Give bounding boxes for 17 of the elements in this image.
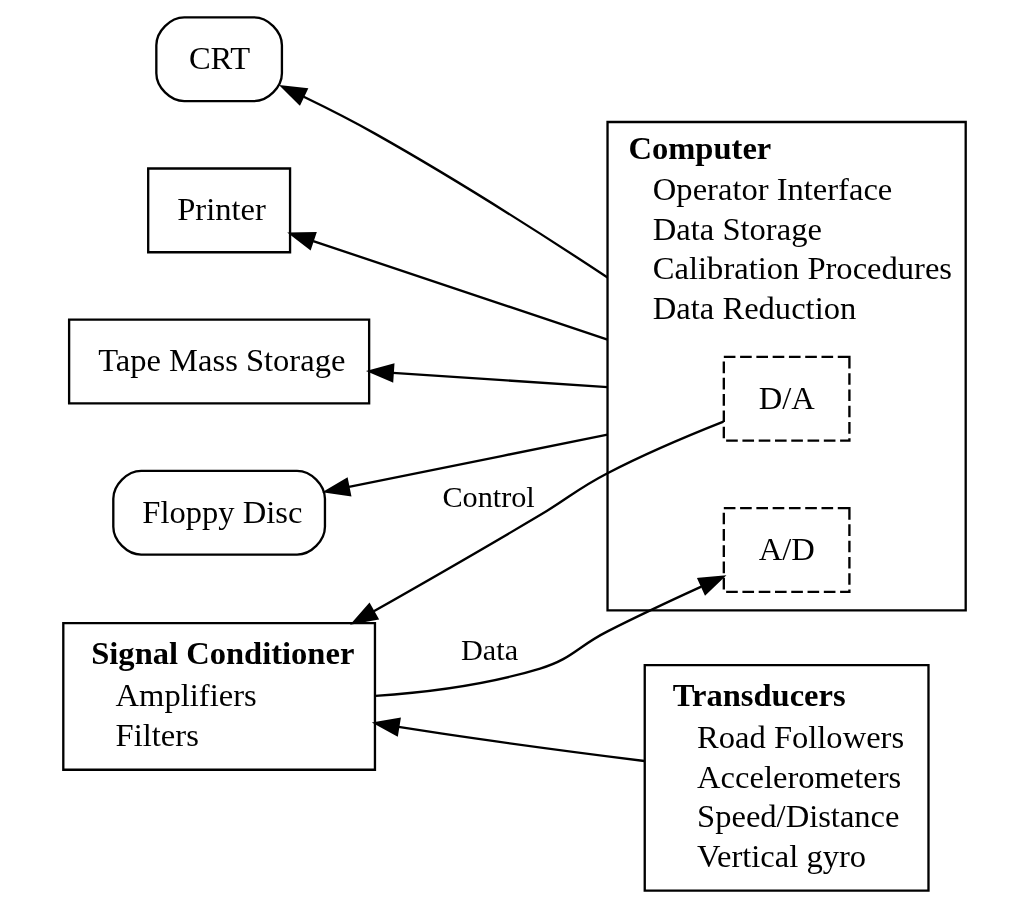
edge-label: Data: [460, 633, 518, 668]
node-box: Printer: [146, 167, 291, 254]
arrow: [321, 433, 608, 497]
node-box: Transducers Road Followers Accelerometers Speed/Distance Vertical gyro: [643, 663, 930, 892]
node-box: Floppy Disc: [111, 469, 326, 556]
node-box: A/D: [722, 506, 851, 593]
node-box: CRT: [154, 16, 283, 103]
arrow: [286, 232, 608, 341]
node-box: Tape Mass Storage: [67, 318, 370, 405]
edge-label: Control: [441, 479, 535, 514]
node-box: Signal Conditioner Amplifiers Filters: [61, 622, 376, 771]
arrow: [365, 363, 608, 389]
arrow: [374, 575, 726, 698]
arrow: [349, 420, 724, 625]
node-box: D/A: [722, 355, 851, 442]
arrow: [371, 717, 645, 763]
arrow: [278, 85, 608, 279]
